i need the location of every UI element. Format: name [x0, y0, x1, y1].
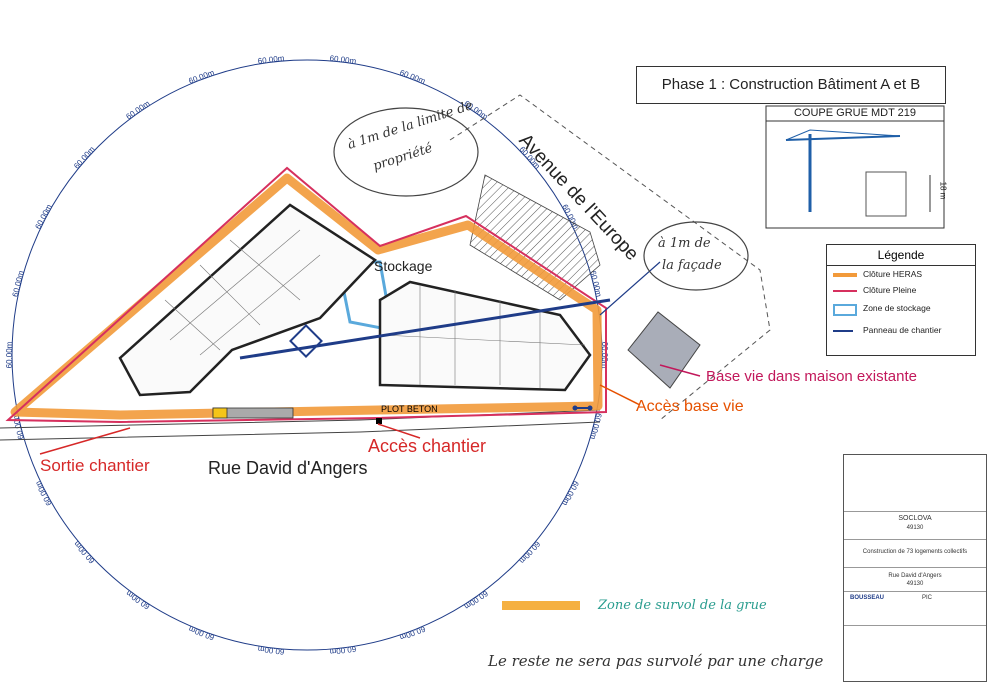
radius-label: 60.00m	[33, 479, 54, 507]
cartouche-project: Construction de 73 logements collectifs	[862, 549, 968, 555]
solid-fence	[5, 166, 607, 424]
building-b-rooms	[381, 285, 586, 388]
crane-section-jib	[785, 135, 901, 141]
legend-swatch-pleine	[833, 290, 857, 292]
legend: Légende Clôture HERAS Clôture Pleine Zon…	[826, 244, 976, 356]
phase-title: Phase 1 : Construction Bâtiment A et B	[636, 66, 946, 104]
legend-item-stockage: Zone de stockage	[863, 303, 931, 313]
legend-item-heras: Clôture HERAS	[863, 269, 923, 279]
legend-item-pleine: Clôture Pleine	[863, 285, 917, 295]
crane-section-box	[765, 105, 945, 229]
radius-label: 60.00m	[72, 539, 97, 565]
crane-mast	[289, 324, 323, 358]
legend-swatch-panneau	[833, 330, 853, 332]
radius-label: 60.00m	[5, 341, 14, 368]
rue-label: Rue David d'Angers	[208, 458, 368, 478]
cartouche: SOCLOVA 49130 Construction de 73 logemen…	[843, 454, 987, 682]
radius-label: 60.00m	[11, 269, 26, 297]
radius-label: 60.00m	[600, 342, 609, 369]
cartouche-client: SOCLOVA	[898, 515, 932, 522]
annotation-survol: Zone de survol de la grue	[598, 598, 767, 613]
cartouche-address-code: 49130	[906, 581, 924, 587]
radius-label: 60.00m	[33, 203, 54, 231]
legend-swatch-stockage	[833, 304, 857, 316]
annotation-bubble-facade	[643, 221, 749, 291]
sortie-arrow	[39, 427, 131, 455]
base-vie-arrow	[659, 364, 701, 377]
acces-base-vie-label: Accès base vie	[636, 398, 744, 415]
building-a-rooms	[164, 229, 321, 356]
acces-base-arrow	[599, 384, 641, 406]
plot-beton-label: PLOT BETON	[381, 404, 438, 414]
radius-label: 60.00m	[257, 644, 285, 656]
building-b	[378, 280, 592, 392]
radius-label: 60.00m	[124, 588, 151, 611]
radius-label: 60.00m	[187, 624, 215, 642]
heras-fence	[10, 173, 603, 420]
radius-label: 60.00m	[124, 99, 151, 122]
legend-swatch-heras	[833, 273, 857, 277]
stockage-label: Stockage	[374, 258, 433, 274]
annotation-facade-line2: la façade	[662, 258, 722, 273]
radius-label: 60.00m	[517, 539, 542, 565]
radius-label: 60.00m	[187, 68, 215, 86]
crane-section-building	[865, 171, 907, 217]
cartouche-address: Rue David d'Angers	[888, 573, 942, 579]
existing-house	[627, 311, 701, 389]
crane-jib	[239, 298, 611, 360]
sortie-chantier-label: Sortie chantier	[40, 456, 150, 475]
acces-arrow	[377, 423, 421, 439]
crane-section-height: 18 m	[938, 181, 948, 200]
avenue-boundary	[449, 94, 771, 421]
cartouche-company: BOUSSEAU	[850, 595, 885, 601]
legend-title: Légende	[827, 245, 975, 266]
annotation-bubble-limite	[333, 107, 479, 197]
road-edge-bottom	[0, 421, 601, 441]
legend-item-panneau: Panneau de chantier	[863, 325, 942, 335]
annotation-facade-line1: à 1m de	[658, 236, 711, 251]
radius-label: 60.00m	[560, 479, 581, 507]
radius-label: 60.00m	[257, 54, 285, 66]
radius-label: 60.00m	[329, 54, 357, 66]
radius-label: 60.00m	[588, 412, 603, 440]
radius-label: 60.00m	[588, 270, 603, 298]
radius-label: 60.00m	[329, 644, 357, 656]
radius-label: 60.00m	[462, 589, 489, 612]
cartouche-code: 49130	[906, 525, 924, 531]
facade-arrow	[599, 261, 661, 316]
survol-swatch	[502, 601, 580, 610]
annotation-reste: Le reste ne sera pas survolé par une cha…	[488, 652, 824, 670]
radius-label: 60.00m	[72, 145, 97, 171]
plot-beton-marker	[376, 418, 382, 424]
base-vie-label: Base vie dans maison existante	[706, 368, 917, 385]
acces-chantier-label: Accès chantier	[368, 436, 487, 456]
cartouche-doc: PIC	[922, 595, 933, 601]
radius-label: 60.00m	[398, 624, 426, 642]
crane-section-title: COUPE GRUE MDT 219	[793, 107, 917, 119]
radius-label: 60.00m	[398, 68, 426, 86]
crane-radius-circle	[11, 59, 603, 651]
building-a	[118, 203, 377, 397]
